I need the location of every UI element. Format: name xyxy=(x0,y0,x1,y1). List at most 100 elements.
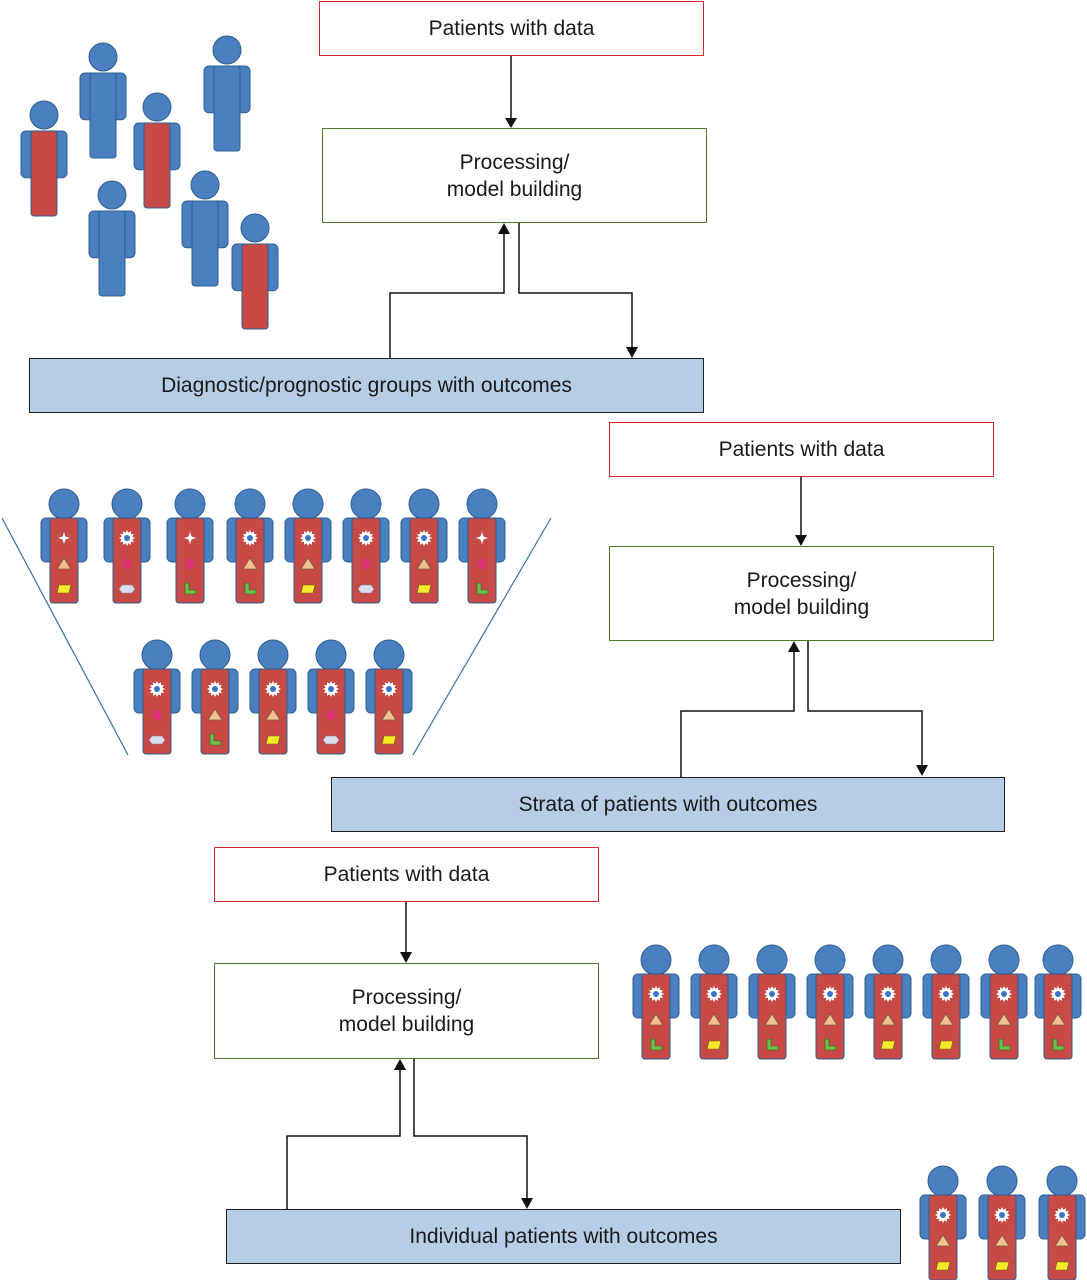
arrow-head-up xyxy=(394,1059,406,1070)
panel-a-input-box: Patients with data xyxy=(319,1,704,56)
arrow-head-down xyxy=(916,765,928,776)
arrow-output-to-process xyxy=(389,234,505,358)
panel-c-process-label-2: model building xyxy=(338,1013,475,1036)
arrow-head-down xyxy=(521,1198,533,1209)
hexagon-marker-icon xyxy=(357,584,375,594)
person-icon xyxy=(919,1165,967,1280)
triangle-marker-icon xyxy=(706,1013,722,1026)
triangle-marker-icon xyxy=(1050,1013,1066,1026)
hexagon-marker-icon xyxy=(322,735,340,745)
person-icon xyxy=(400,488,448,604)
arrow-head-down xyxy=(626,347,638,358)
person-icon xyxy=(864,944,912,1060)
arrow-head-down xyxy=(400,952,412,963)
panel-a-process-label-1: Processing/ xyxy=(459,150,570,174)
person-icon xyxy=(748,944,796,1060)
parallelogram-marker-icon xyxy=(994,1261,1010,1271)
arrow-x xyxy=(505,118,517,128)
parallelogram-marker-icon xyxy=(1054,1261,1070,1271)
circle-marker-icon xyxy=(123,559,131,569)
panel-c-input-label: Patients with data xyxy=(323,863,490,886)
triangle-marker-icon xyxy=(300,557,316,570)
triangle-marker-icon xyxy=(242,557,258,570)
l-shape-marker-icon xyxy=(244,582,257,595)
person-icon xyxy=(1038,1165,1086,1280)
triangle-marker-icon xyxy=(56,557,72,570)
triangle-marker-icon xyxy=(207,708,223,721)
arrow-process-to-output xyxy=(518,223,633,348)
panel-b-input-label: Patients with data xyxy=(718,438,885,461)
person-icon xyxy=(191,639,239,755)
panel-c-output-label: Individual patients with outcomes xyxy=(409,1225,718,1248)
parallelogram-marker-icon xyxy=(300,584,316,594)
arrow-output-to-process xyxy=(286,1069,401,1210)
arrow-output-to-process xyxy=(680,651,795,777)
person-icon xyxy=(203,35,251,152)
panel-b-output-box: Strata of patients with outcomes xyxy=(331,777,1005,832)
person-icon xyxy=(632,944,680,1060)
panel-c-connectors xyxy=(286,902,533,1210)
triangle-marker-icon xyxy=(1054,1234,1070,1247)
parallelogram-marker-icon xyxy=(265,735,281,745)
l-shape-marker-icon xyxy=(824,1038,837,1051)
triangle-marker-icon xyxy=(416,557,432,570)
panel-a-output-label: Diagnostic/prognostic groups with outcom… xyxy=(161,374,572,397)
panel-b-input-box: Patients with data xyxy=(609,422,994,477)
arrow-process-to-output xyxy=(413,1059,528,1199)
circle-marker-icon xyxy=(153,710,161,720)
panel-a-output-box: Diagnostic/prognostic groups with outcom… xyxy=(29,358,704,413)
person-icon xyxy=(365,639,413,755)
person-icon xyxy=(133,639,181,755)
person-icon xyxy=(20,100,68,217)
parallelogram-marker-icon xyxy=(706,1040,722,1050)
person-icon xyxy=(458,488,506,604)
star-marker-icon xyxy=(476,532,488,544)
person-icon xyxy=(922,944,970,1060)
panel-c-output-box: Individual patients with outcomes xyxy=(226,1209,901,1264)
person-icon xyxy=(690,944,738,1060)
person-icon xyxy=(103,488,151,604)
triangle-marker-icon xyxy=(822,1013,838,1026)
person-icon xyxy=(88,180,136,297)
panel-a-process-label-2: model building xyxy=(446,177,583,201)
arrow-head-up xyxy=(788,641,800,652)
parallelogram-marker-icon xyxy=(935,1261,951,1271)
person-icon xyxy=(307,639,355,755)
triangle-marker-icon xyxy=(935,1234,951,1247)
funnel-right-line xyxy=(412,517,552,756)
person-icon xyxy=(980,944,1028,1060)
l-shape-marker-icon xyxy=(209,733,222,746)
arrow-head-up xyxy=(498,223,510,234)
l-shape-marker-icon xyxy=(184,582,197,595)
person-icon xyxy=(40,488,88,604)
hexagon-marker-icon xyxy=(148,735,166,745)
person-icon xyxy=(79,42,127,159)
triangle-marker-icon xyxy=(994,1234,1010,1247)
circle-marker-icon xyxy=(186,559,194,569)
person-icon xyxy=(1034,944,1082,1060)
star-marker-icon xyxy=(184,532,196,544)
panel-b-output-label: Strata of patients with outcomes xyxy=(518,793,818,816)
person-icon xyxy=(226,488,274,604)
star-marker-icon xyxy=(58,532,70,544)
parallelogram-marker-icon xyxy=(880,1040,896,1050)
hexagon-marker-icon xyxy=(118,584,136,594)
triangle-marker-icon xyxy=(648,1013,664,1026)
person-icon xyxy=(342,488,390,604)
circle-marker-icon xyxy=(327,710,335,720)
panel-c-process-label-1: Processing/ xyxy=(351,986,462,1009)
parallelogram-marker-icon xyxy=(56,584,72,594)
l-shape-marker-icon xyxy=(1052,1038,1065,1051)
triangle-marker-icon xyxy=(764,1013,780,1026)
person-icon xyxy=(133,92,181,209)
l-shape-marker-icon xyxy=(766,1038,779,1051)
panel-a-connectors xyxy=(389,55,638,358)
funnel-left-line xyxy=(1,517,129,756)
panel-c-input-box: Patients with data xyxy=(214,847,599,902)
panel-b-process-box: Processing/ model building xyxy=(609,546,994,641)
arrow-head-down xyxy=(795,535,807,546)
parallelogram-marker-icon xyxy=(416,584,432,594)
circle-marker-icon xyxy=(478,559,486,569)
